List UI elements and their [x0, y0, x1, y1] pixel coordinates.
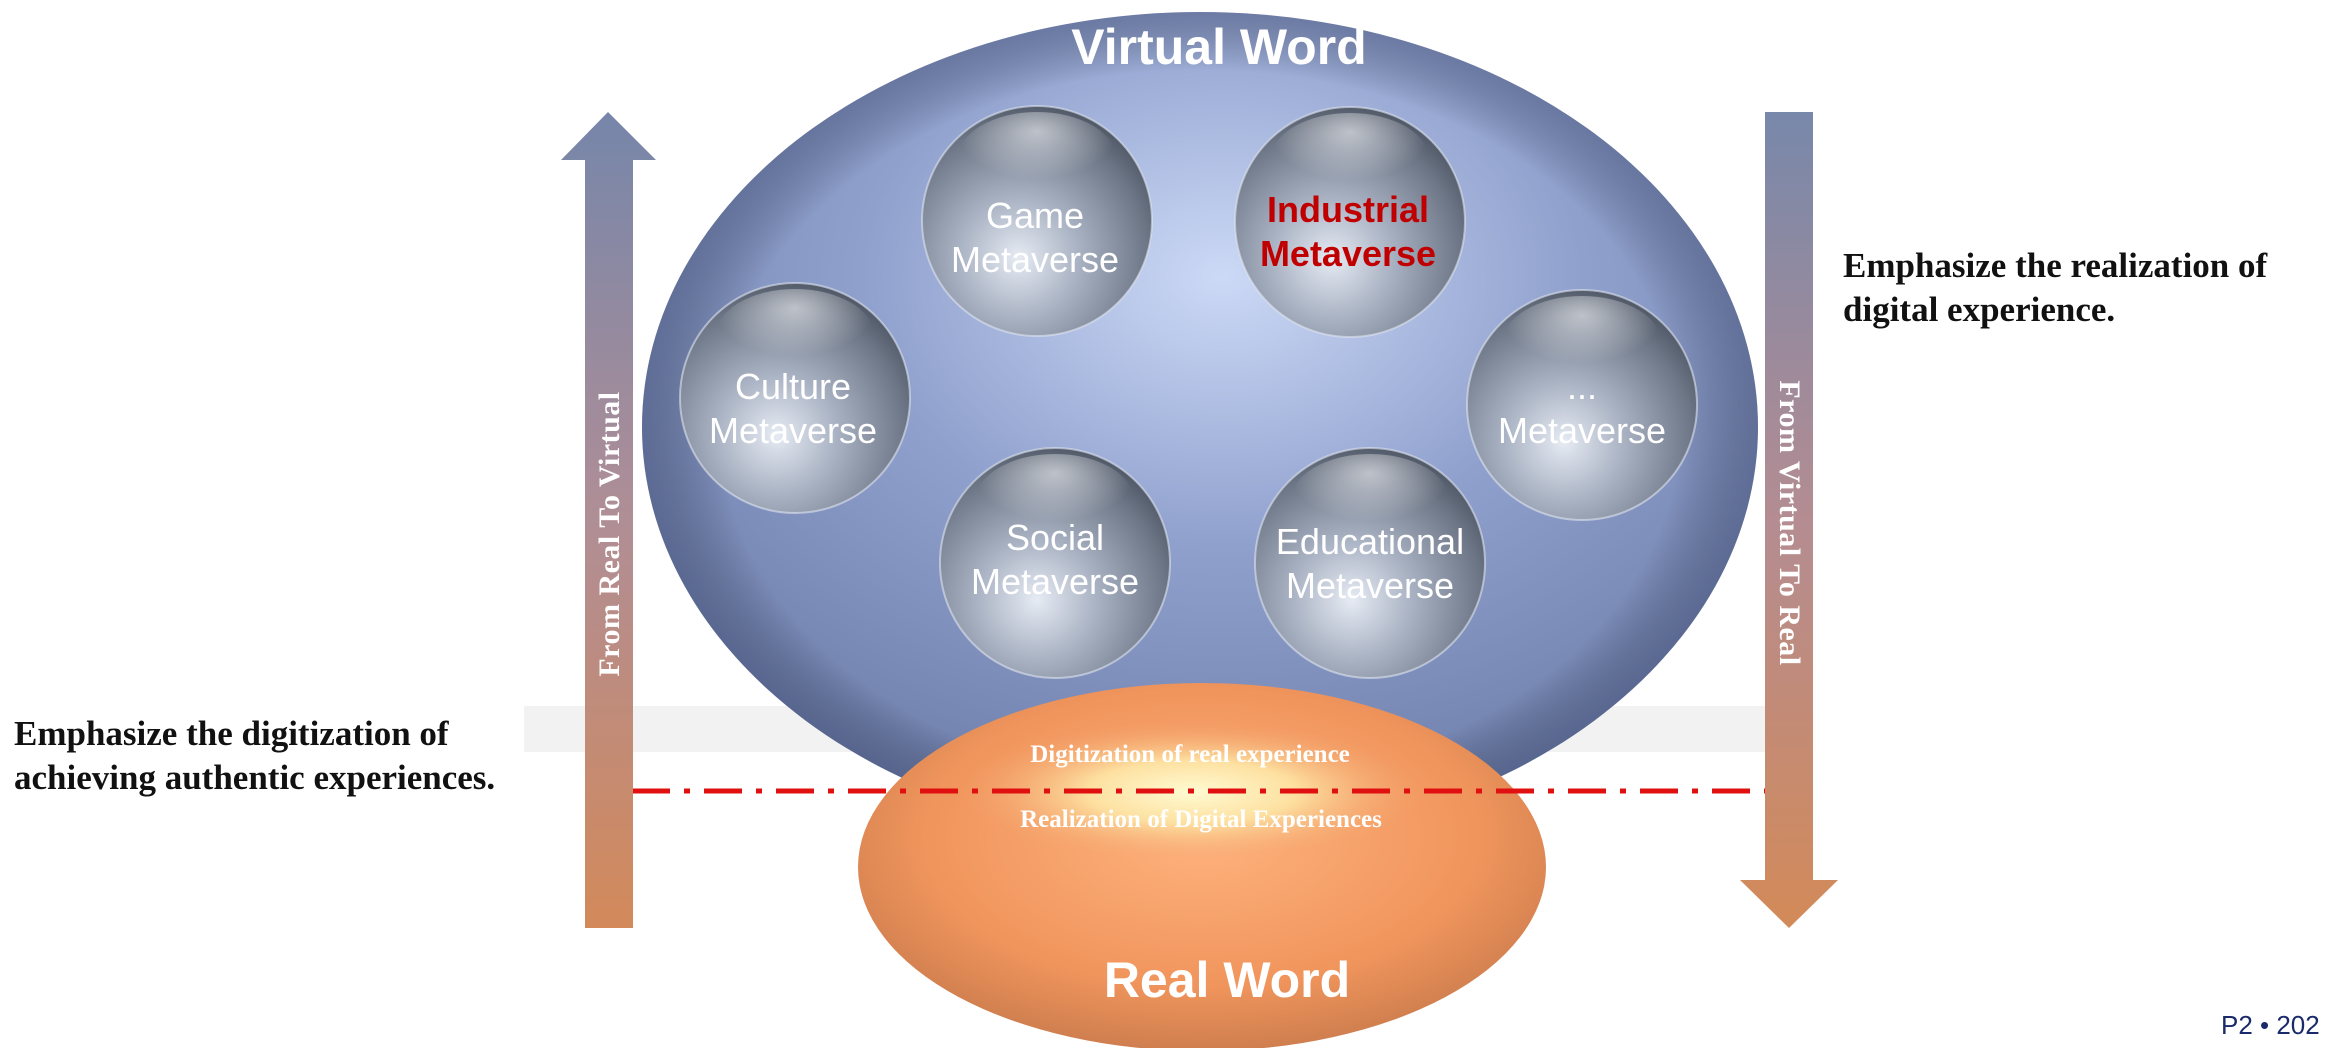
sphere-social: Social Metaverse — [939, 447, 1171, 679]
annotation-right: Emphasize the realization of digital exp… — [1843, 244, 2323, 332]
real-world-title: Real Word — [1104, 952, 1350, 1008]
annotation-left-line1: Emphasize the digitization of — [14, 714, 449, 753]
sphere-label-social-line1: Social — [1006, 517, 1104, 558]
boundary-lower-text: Realization of Digital Experiences — [1020, 806, 1382, 833]
annotation-right-line2: digital experience. — [1843, 290, 2116, 329]
sphere-label-more-line1: ... — [1567, 366, 1597, 407]
boundary-upper-text: Digitization of real experience — [1030, 741, 1350, 768]
virtual-world-rim — [642, 12, 1758, 842]
sphere-more: ... Metaverse — [1466, 289, 1698, 521]
sphere-label-culture-line2: Metaverse — [709, 410, 877, 451]
sphere-label-educational-line1: Educational — [1276, 521, 1464, 562]
sphere-label-industrial-line1: Industrial — [1267, 189, 1429, 230]
sphere-label-culture-line1: Culture — [735, 366, 851, 407]
annotation-left: Emphasize the digitization of achieving … — [14, 712, 554, 800]
sphere-label-industrial-line2: Metaverse — [1260, 233, 1436, 274]
arrow-down-virtual-to-real — [1740, 112, 1838, 928]
sphere-label-social-line2: Metaverse — [971, 561, 1139, 602]
sphere-label-more-line2: Metaverse — [1498, 410, 1666, 451]
arrow-up-real-to-virtual — [561, 112, 656, 928]
sphere-culture: Culture Metaverse — [679, 282, 911, 514]
arrow-down-label: From Virtual To Real — [1773, 380, 1806, 666]
sphere-game: Game Metaverse — [921, 105, 1153, 337]
sphere-industrial: Industrial Metaverse — [1234, 106, 1466, 338]
annotation-left-line2: achieving authentic experiences. — [14, 758, 496, 797]
annotation-right-line1: Emphasize the realization of — [1843, 246, 2268, 285]
arrow-up-label: From Real To Virtual — [593, 391, 626, 677]
sphere-educational: Educational Metaverse — [1254, 447, 1486, 679]
sphere-label-game-line2: Metaverse — [951, 239, 1119, 280]
virtual-world-title: Virtual Word — [1071, 19, 1366, 75]
sphere-label-game-line1: Game — [986, 195, 1084, 236]
page-number: P2 • 202 — [2221, 1010, 2320, 1040]
sphere-label-educational-line2: Metaverse — [1286, 565, 1454, 606]
